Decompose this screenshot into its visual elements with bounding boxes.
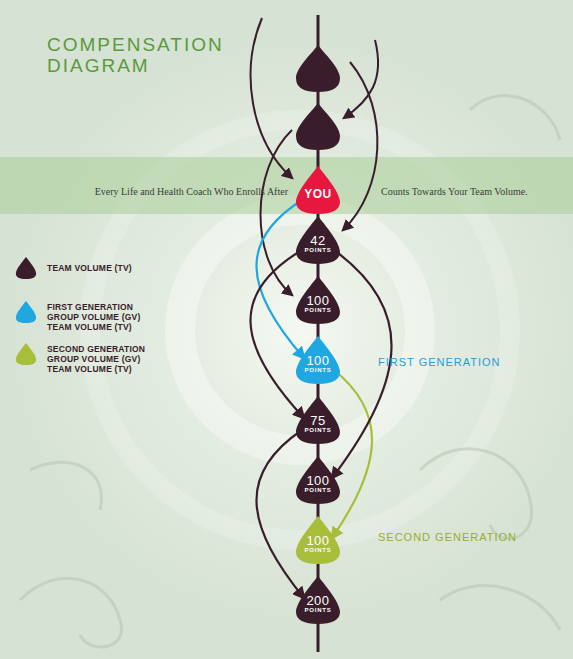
blank-drop [296, 45, 340, 92]
points-unit: POINTS [294, 607, 342, 614]
points-number: 100 [294, 534, 342, 547]
points-number: 100 [294, 474, 342, 487]
you-label: YOU [294, 187, 342, 201]
spine-line [317, 504, 320, 518]
points-unit: POINTS [294, 547, 342, 554]
generation-label: SECOND GENERATION [378, 531, 517, 543]
points-drop: 100POINTS [294, 454, 342, 506]
incoming-arrow [343, 62, 377, 230]
points-number: 100 [294, 294, 342, 307]
legend-swatch-shape [16, 343, 36, 365]
spine-line [317, 444, 320, 458]
band-note: Every Life and Health Coach Who Enrolls … [95, 186, 288, 197]
volume-arrow [256, 430, 304, 598]
points-drop: 100POINTS [294, 274, 342, 326]
points-drop: 100POINTS [294, 514, 342, 566]
points-number: 100 [294, 354, 342, 367]
points-drop: 100POINTS [294, 334, 342, 386]
band-note: Counts Towards Your Team Volume. [381, 186, 528, 197]
volume-arrow [332, 370, 372, 538]
legend-swatch [14, 300, 38, 324]
spine-line [317, 384, 320, 398]
volume-arrow [256, 200, 304, 358]
spine-line [317, 564, 320, 578]
spine-line [317, 264, 320, 278]
points-drop: 42POINTS [294, 214, 342, 266]
points-drop: 200POINTS [294, 574, 342, 626]
legend-text: FIRST GENERATION GROUP VOLUME (GV) TEAM … [47, 302, 165, 332]
drop-text-group: 100POINTS [294, 514, 342, 554]
blank-drop [296, 103, 340, 150]
points-number: 42 [294, 234, 342, 247]
legend-swatch-shape [16, 301, 36, 323]
incoming-arrow [251, 18, 292, 178]
points-unit: POINTS [294, 427, 342, 434]
drop-text-group: YOU [294, 164, 342, 201]
legend-swatch [14, 342, 38, 366]
drop-text-group: 100POINTS [294, 454, 342, 494]
legend-text: SECOND GENERATION GROUP VOLUME (GV) TEAM… [47, 344, 165, 374]
points-drop: 75POINTS [294, 394, 342, 446]
volume-arrow [250, 250, 304, 418]
spine-bottom [317, 620, 320, 652]
drop-text-group: 100POINTS [294, 334, 342, 374]
points-unit: POINTS [294, 487, 342, 494]
drop-text-group: 100POINTS [294, 274, 342, 314]
spine-line [317, 324, 320, 338]
points-number: 75 [294, 414, 342, 427]
legend-text: TEAM VOLUME (TV) [47, 263, 165, 273]
drop-text-group: 200POINTS [294, 574, 342, 614]
points-drop: YOU [294, 164, 342, 216]
drop-text-group: 75POINTS [294, 394, 342, 434]
points-unit: POINTS [294, 367, 342, 374]
points-unit: POINTS [294, 307, 342, 314]
legend-swatch [14, 256, 38, 280]
generation-label: FIRST GENERATION [378, 356, 501, 368]
legend-swatch-shape [16, 257, 36, 279]
points-number: 200 [294, 594, 342, 607]
diagram-title: COMPENSATION DIAGRAM [47, 34, 262, 76]
drop-text-group: 42POINTS [294, 214, 342, 254]
points-unit: POINTS [294, 247, 342, 254]
